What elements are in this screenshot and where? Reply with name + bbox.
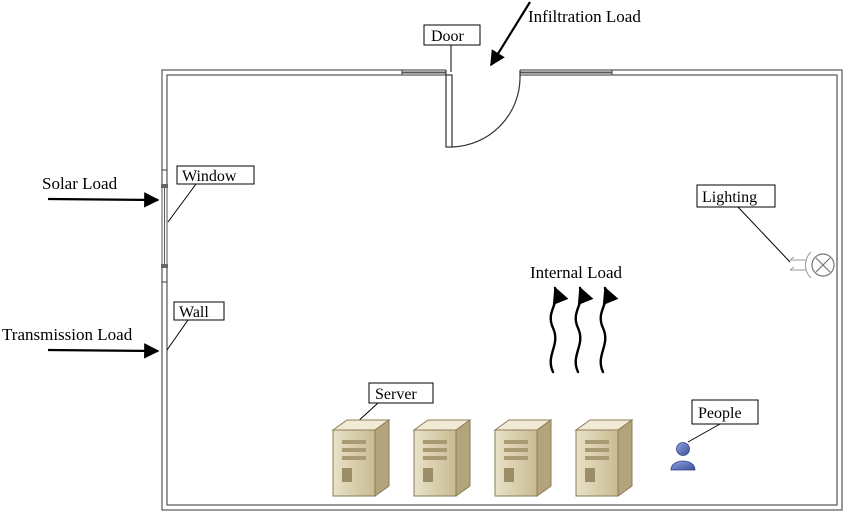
transmission-load: Transmission Load <box>2 325 160 359</box>
server-icon <box>574 419 634 497</box>
server-icon <box>412 419 472 497</box>
light-fixture-icon <box>789 251 835 279</box>
window-symbol <box>161 184 168 268</box>
people-label: People <box>698 405 742 422</box>
heat-arrow-3 <box>599 286 619 374</box>
server-callout: Server <box>354 382 434 425</box>
server-icon <box>331 419 391 497</box>
wall-callout: Wall <box>166 301 225 351</box>
server-label: Server <box>375 386 417 403</box>
solar-load-label: Solar Load <box>42 174 118 193</box>
internal-load: Internal Load <box>530 263 623 374</box>
heat-arrow-1 <box>549 286 569 374</box>
solar-load: Solar Load <box>42 174 160 208</box>
infiltration-load: Infiltration Load <box>490 1 641 67</box>
wall-label: Wall <box>179 304 209 321</box>
internal-load-label: Internal Load <box>530 263 623 282</box>
heat-arrow-2 <box>574 286 594 374</box>
window-callout: Window <box>167 165 255 223</box>
people-callout: People <box>687 399 759 443</box>
lighting-label: Lighting <box>702 189 757 206</box>
door-callout: Door <box>423 24 481 72</box>
lighting-callout: Lighting <box>696 184 791 263</box>
person-icon <box>670 442 696 471</box>
heat-wave-arrows <box>549 286 619 374</box>
door-symbol <box>445 70 521 148</box>
server-icon <box>493 419 553 497</box>
infiltration-load-label: Infiltration Load <box>528 7 641 26</box>
door-label: Door <box>431 28 465 45</box>
servers <box>331 419 634 497</box>
window-label: Window <box>182 168 237 185</box>
transmission-load-label: Transmission Load <box>2 325 133 344</box>
